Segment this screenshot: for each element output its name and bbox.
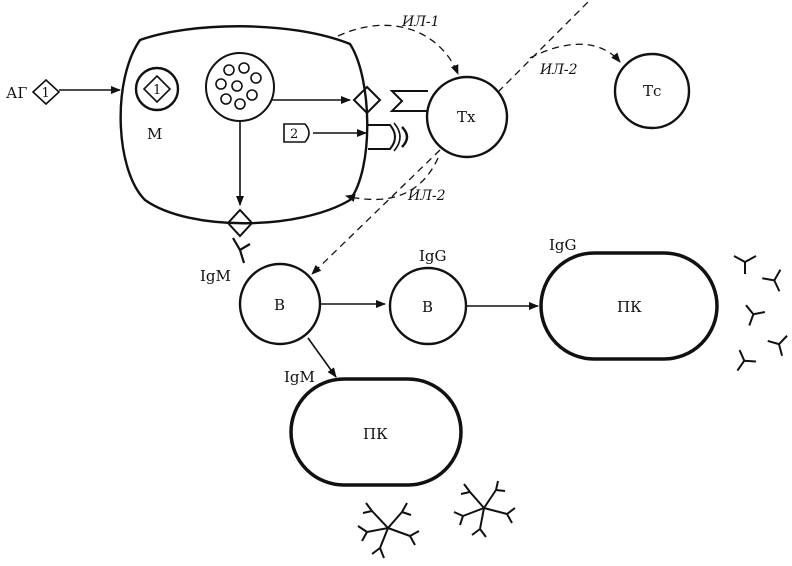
phagosome-number: 1 bbox=[153, 83, 161, 98]
mhc-2-molecule bbox=[283, 123, 310, 143]
presented-antigen-right bbox=[352, 85, 382, 115]
pk-igg-label: ПК bbox=[617, 298, 642, 316]
pk-igm-label: ПК bbox=[363, 425, 388, 443]
igg-pk-label: IgG bbox=[549, 236, 577, 254]
b-cell-1-label: В bbox=[274, 296, 285, 314]
pk-igg-cell bbox=[539, 251, 719, 361]
antigen-number: 1 bbox=[42, 86, 50, 101]
th-cell bbox=[425, 75, 509, 159]
il2-to-tc-arrow bbox=[529, 43, 621, 63]
macrophage-label: М bbox=[147, 125, 162, 143]
th-tcr-receptor bbox=[389, 90, 428, 112]
mhc-surface-molecule bbox=[368, 124, 396, 150]
il2-lower-label: ИЛ-2 bbox=[407, 188, 446, 204]
phagosome-ring bbox=[134, 66, 180, 112]
il2-to-macrophage-arrow bbox=[345, 157, 439, 202]
macrophage: 1 М 2 bbox=[119, 25, 369, 225]
antigen-diamond bbox=[31, 78, 61, 106]
igm-receptor-label: IgM bbox=[200, 267, 231, 285]
th-label: Тх bbox=[457, 108, 476, 126]
presented-antigen-bottom bbox=[226, 208, 254, 238]
igg-antibodies bbox=[733, 255, 788, 372]
antigen-label: АГ bbox=[6, 84, 27, 102]
tc-label: Тс bbox=[643, 82, 661, 100]
lysosome-granules bbox=[215, 62, 262, 110]
th-cd4-receptor-2 bbox=[393, 122, 401, 152]
th-cd4-receptor bbox=[401, 126, 409, 148]
il1-arrow bbox=[337, 24, 459, 75]
igm-pentamer-1 bbox=[357, 502, 420, 559]
tc-cell bbox=[613, 52, 691, 130]
igm-receptor bbox=[232, 237, 251, 264]
igm-pk-label: IgM bbox=[284, 368, 315, 386]
igm-pentamer-2 bbox=[453, 480, 516, 538]
th-to-b-cell-arrow bbox=[311, 149, 441, 275]
b-cell-2-label: В bbox=[422, 298, 433, 316]
antigen: АГ 1 bbox=[6, 78, 61, 106]
igg-b-label: IgG bbox=[419, 247, 447, 265]
il1-label: ИЛ-1 bbox=[401, 14, 440, 30]
mhc-2-number: 2 bbox=[290, 127, 298, 142]
diagonal-divider-line bbox=[497, 0, 591, 93]
phagosome-antigen-diamond bbox=[142, 74, 172, 104]
b1-to-pk-igm-arrow bbox=[307, 337, 337, 378]
il2-upper-label: ИЛ-2 bbox=[539, 62, 578, 78]
pk-igm-cell bbox=[289, 377, 463, 487]
